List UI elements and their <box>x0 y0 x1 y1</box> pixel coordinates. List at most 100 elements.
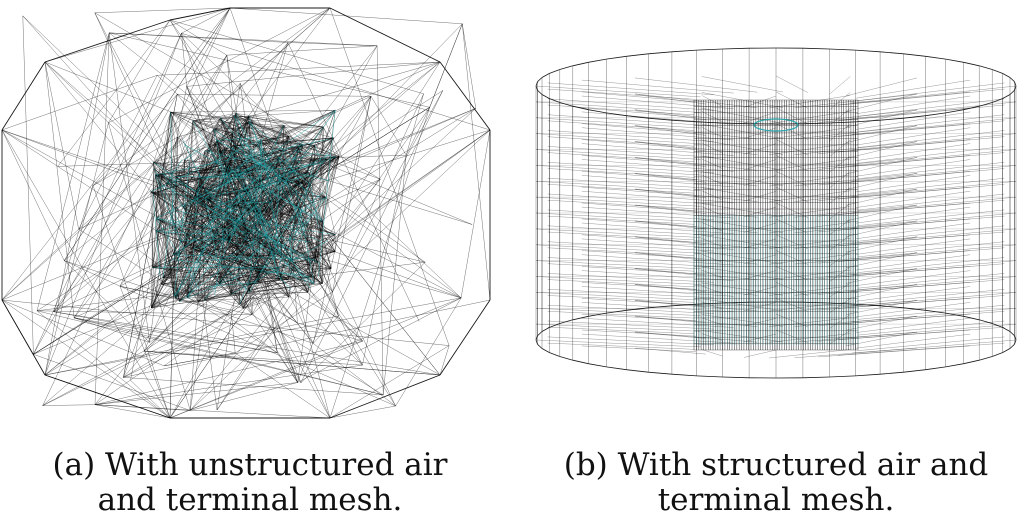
air-mesh-edge <box>181 7 231 34</box>
cylinder-rim-edge <box>722 47 750 50</box>
terminal-mesh-edge <box>156 218 276 257</box>
terminal-mesh-edge <box>156 218 311 243</box>
radial-mesh-edge <box>775 139 808 156</box>
radial-mesh-edge <box>547 193 715 205</box>
cylinder-rim-edge <box>626 115 649 119</box>
air-mesh-edge <box>177 93 372 97</box>
radial-mesh-edge <box>744 270 777 280</box>
dense-mesh-edge <box>183 206 232 295</box>
air-mesh-edge <box>119 55 228 287</box>
radial-mesh-edge <box>857 178 1005 195</box>
cylinder-rim-edge <box>696 48 723 51</box>
cylinder-rim-edge <box>541 348 550 353</box>
air-mesh-edge <box>297 291 333 383</box>
terminal-mesh-edge <box>237 170 268 238</box>
air-mesh-edge <box>64 260 121 287</box>
radial-mesh-edge <box>775 155 808 171</box>
dense-mesh-edge <box>208 199 323 284</box>
radial-mesh-edge <box>775 107 808 125</box>
air-mesh-edge <box>395 297 462 407</box>
air-mesh-edge <box>156 75 178 95</box>
radial-mesh-edge <box>857 209 1005 226</box>
radial-mesh-edge <box>547 130 715 142</box>
radial-mesh-edge <box>744 333 777 342</box>
air-mesh-edge <box>53 204 183 312</box>
air-mesh-edge <box>92 185 171 419</box>
radial-mesh-edge <box>775 218 808 234</box>
dense-mesh-edge <box>170 109 336 113</box>
radial-mesh-edge <box>547 241 715 252</box>
radial-mesh-edge <box>775 123 808 140</box>
terminal-mesh-edge <box>162 180 176 278</box>
radial-mesh-edge <box>857 257 1005 273</box>
terminal-mesh-edge <box>154 168 190 244</box>
dense-mesh-edge <box>151 284 162 308</box>
radial-mesh-edge <box>535 323 701 332</box>
radial-mesh-edge <box>547 327 695 334</box>
air-mesh-edge <box>338 315 363 366</box>
air-mesh-edge <box>33 33 182 355</box>
radial-mesh-edge <box>851 244 1017 260</box>
air-mesh-edge <box>123 94 178 378</box>
terminal-mesh-edge <box>204 192 295 300</box>
radial-mesh-edge <box>829 187 851 204</box>
cylinder-rim-edge <box>903 307 926 311</box>
dense-mesh-edge <box>155 175 157 219</box>
radial-mesh-edge <box>701 108 784 124</box>
dense-mesh-edge <box>219 167 300 284</box>
dense-mesh-edge <box>156 112 171 219</box>
air-mesh-edge <box>370 96 407 156</box>
radial-mesh-edge <box>775 250 808 265</box>
radial-mesh-edge <box>818 139 971 154</box>
unstructured-mesh-image <box>1 7 491 419</box>
terminal-mesh-edge <box>182 140 202 179</box>
radial-mesh-edge <box>744 159 777 171</box>
cylinder-rim-edge <box>1002 73 1011 78</box>
radial-mesh-edge <box>701 171 784 186</box>
dense-mesh-edge <box>179 207 216 302</box>
terminal-mesh-edge <box>295 189 315 284</box>
dense-mesh-edge <box>173 176 177 297</box>
air-mesh-edge <box>1 299 171 419</box>
cylinder-rim-edge <box>606 366 627 371</box>
air-mesh-edge <box>258 42 289 147</box>
dense-mesh-edge <box>299 167 326 198</box>
terminal-ring-edge <box>754 121 758 124</box>
radial-mesh-edge <box>851 149 1017 166</box>
terminal-mesh-edge <box>219 191 325 284</box>
radial-mesh-edge <box>547 168 695 178</box>
cylinder-rim-edge <box>855 49 881 53</box>
radial-mesh-edge <box>855 159 971 177</box>
radial-mesh-edge <box>837 88 1005 106</box>
terminal-mesh-edge <box>248 116 278 203</box>
cylinder-rim-edge <box>626 53 649 57</box>
air-mesh-edge <box>130 380 171 419</box>
radial-mesh-edge <box>851 165 1017 182</box>
radial-mesh-edge <box>547 289 715 299</box>
radial-mesh-edge <box>857 273 1005 289</box>
radial-mesh-edge <box>818 186 971 201</box>
terminal-mesh-edge <box>162 172 184 208</box>
radial-mesh-edge <box>701 174 723 185</box>
radial-mesh-edge <box>829 314 851 329</box>
radial-mesh-edge <box>701 330 784 343</box>
air-mesh-edge <box>53 83 241 312</box>
air-mesh-edge <box>94 340 363 405</box>
radial-mesh-edge <box>547 263 695 272</box>
terminal-ring-edge <box>753 123 756 126</box>
air-mesh-edge <box>143 350 441 376</box>
terminal-mesh-edge <box>223 229 298 263</box>
air-mesh-edge <box>94 404 331 419</box>
terminal-mesh-edge <box>163 174 197 192</box>
cylinder-rim-edge <box>537 77 543 82</box>
dense-mesh-edge <box>224 145 235 151</box>
radial-mesh-edge <box>846 77 918 97</box>
terminal-mesh-edge <box>260 211 314 273</box>
dense-mesh-edge <box>219 113 237 151</box>
air-mesh-edge <box>44 315 339 376</box>
radial-mesh-edge <box>857 336 1005 351</box>
radial-mesh-edge <box>837 136 1005 153</box>
dense-mesh-edge <box>151 193 154 308</box>
air-mesh-edge <box>73 55 228 318</box>
radial-mesh-edge <box>581 107 697 118</box>
